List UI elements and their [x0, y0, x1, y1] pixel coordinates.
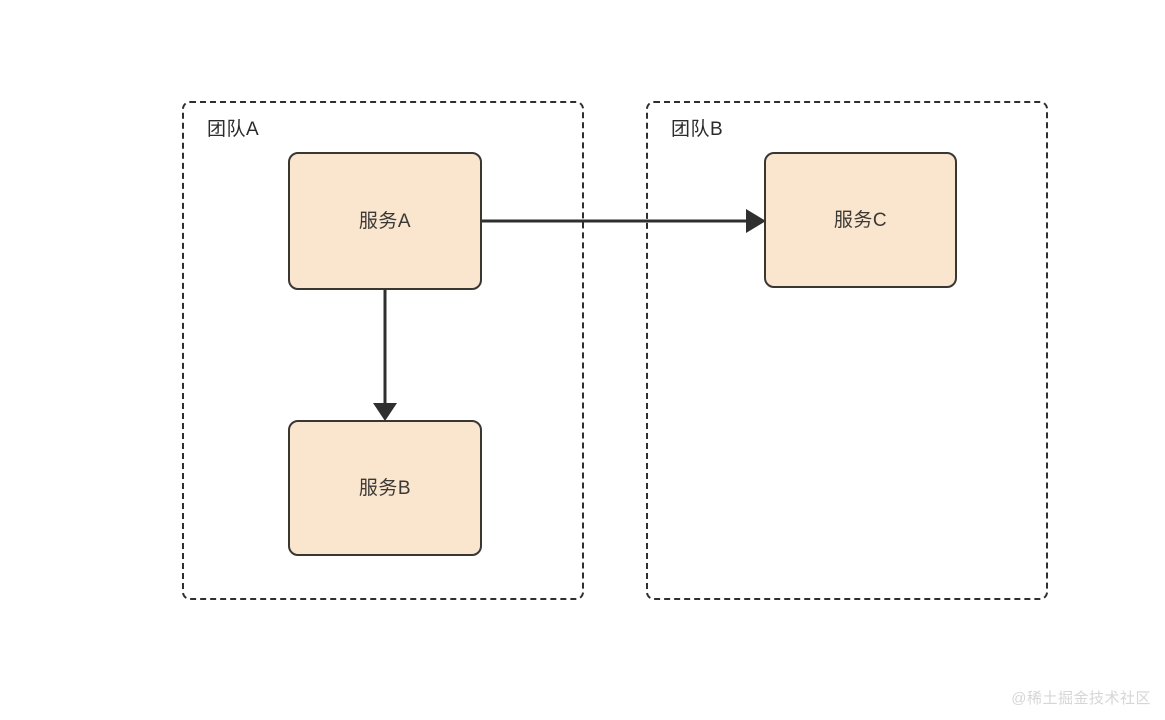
service-node-b[interactable]: 服务B [288, 420, 482, 556]
team-label-b: 团队B [671, 119, 724, 140]
service-label-c: 服务C [833, 209, 888, 231]
service-node-c[interactable]: 服务C [764, 152, 957, 288]
team-container-a[interactable] [182, 101, 584, 600]
team-label-a: 团队A [207, 119, 260, 140]
team-container-b[interactable] [646, 101, 1048, 600]
service-node-a[interactable]: 服务A [288, 152, 482, 290]
watermark-text: @稀土掘金技术社区 [1011, 690, 1151, 707]
service-label-b: 服务B [358, 477, 412, 499]
service-label-a: 服务A [358, 210, 412, 232]
